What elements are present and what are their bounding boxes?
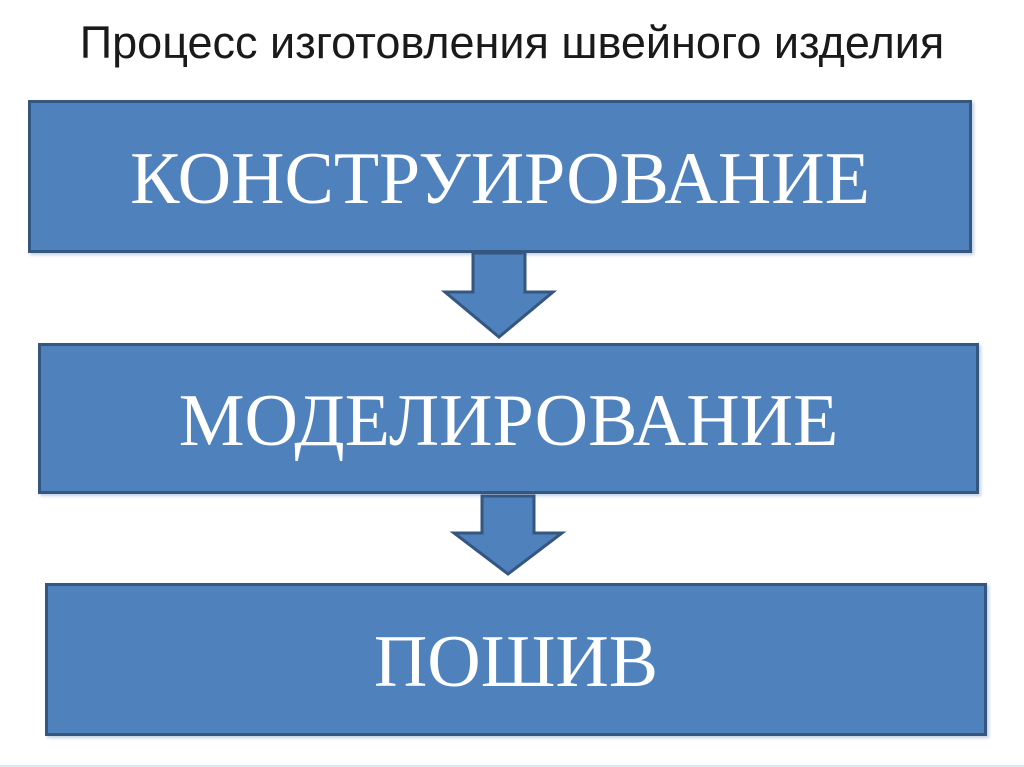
slide-title: Процесс изготовления швейного изделия	[79, 17, 945, 68]
down-arrow-icon	[440, 251, 558, 339]
flow-step-modeling-label: МОДЕЛИРОВАНИЕ	[178, 379, 839, 462]
flow-step-sewing: ПОШИВ	[45, 583, 987, 736]
flow-step-sewing-label: ПОШИВ	[373, 620, 659, 703]
flow-step-modeling: МОДЕЛИРОВАНИЕ	[38, 343, 979, 494]
down-arrow-icon	[449, 494, 567, 576]
flow-step-construction-label: КОНСТРУИРОВАНИЕ	[130, 137, 870, 220]
slide-bottom-edge	[0, 765, 1024, 767]
flow-step-construction: КОНСТРУИРОВАНИЕ	[28, 100, 972, 253]
